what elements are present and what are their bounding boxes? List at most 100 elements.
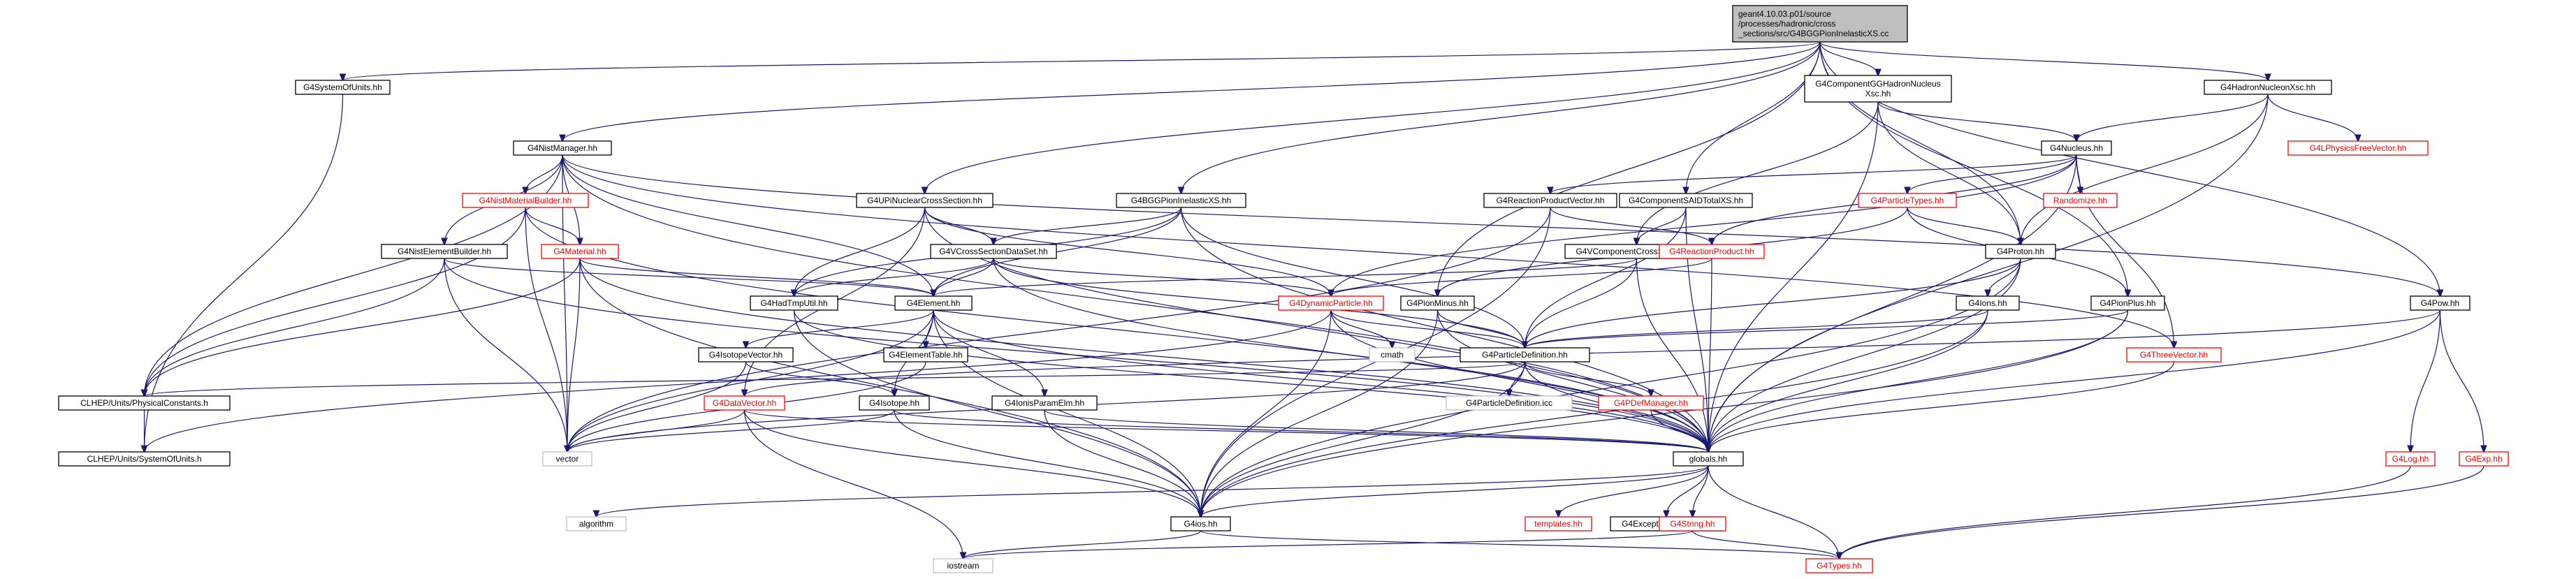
node-g4-nist-element-builder[interactable]: G4NistElementBuilder.hh <box>381 244 508 259</box>
node-g4-system-of-units[interactable]: G4SystemOfUnits.hh <box>295 80 391 95</box>
node-g4-bggpion-inel[interactable]: G4BGGPionInelasticXS.hh <box>1116 193 1246 208</box>
edge-g4-comp-gg-to-g4-proton <box>1877 101 2021 244</box>
edge-g4-element-to-globals <box>933 309 1708 452</box>
node-label: templates.hh <box>1534 519 1582 529</box>
node-clhep-so-u[interactable]: CLHEP/Units/SystemOfUnits.h <box>58 451 231 467</box>
node-g4-dynamic-particle[interactable]: G4DynamicParticle.hh <box>1278 295 1384 311</box>
node-label: G4Ions.hh <box>1968 298 2007 308</box>
node-label: G4HadronNucleonXsc.hh <box>2220 82 2315 92</box>
node-g4ios[interactable]: G4ios.hh <box>1170 516 1231 532</box>
node-box <box>1446 395 1573 411</box>
node-g4-comp-said[interactable]: G4ComponentSAIDTotalXS.hh <box>1619 193 1753 208</box>
node-g4-reaction-product-vector[interactable]: G4ReactionProductVector.hh <box>1483 193 1617 208</box>
node-box <box>566 516 627 532</box>
node-g4-particle-definition[interactable]: G4ParticleDefinition.hh <box>1460 347 1590 362</box>
edge-g4-reaction-product-vector-to-g4-reaction-product <box>1550 207 1712 244</box>
node-g4-isotope[interactable]: G4Isotope.hh <box>859 395 930 411</box>
node-g4-had-tmp-util[interactable]: G4HadTmpUtil.hh <box>750 295 838 311</box>
node-box <box>894 295 973 311</box>
edge-g4-nist-manager-to-g4-element <box>562 154 933 296</box>
node-g4-reaction-product[interactable]: G4ReactionProduct.hh <box>1659 244 1765 259</box>
edge-g4-isotope-vector-to-vector <box>567 361 747 452</box>
node-g4-material[interactable]: G4Material.hh <box>541 244 619 259</box>
node-g4-particle-types[interactable]: G4ParticleTypes.hh <box>1858 193 1957 208</box>
edge-root-to-g4-proton <box>1819 41 2021 244</box>
node-g4-three-vector[interactable]: G4ThreeVector.hh <box>2126 347 2222 362</box>
edge-g4-pion-minus-to-g4ios <box>1201 309 1439 517</box>
edge-root-to-g4-bggpion-inel <box>1181 41 1821 193</box>
node-box <box>2385 451 2436 467</box>
node-label: G4ReactionProduct.hh <box>1669 247 1754 256</box>
edge-g4-element-to-g4-ionis-param-elm <box>933 309 1045 396</box>
node-g4-upi-nuclear[interactable]: G4UPiNuclearCrossSection.hh <box>856 193 994 208</box>
node-g4-vcross-section-data-set[interactable]: G4VCrossSectionDataSet.hh <box>930 244 1057 259</box>
node-label: G4Element.hh <box>907 298 961 308</box>
node-g4-ionis-param-elm[interactable]: G4IonisParamElm.hh <box>991 395 1098 411</box>
node-label: G4Proton.hh <box>1997 247 2044 256</box>
node-g4-element-table[interactable]: G4ElementTable.hh <box>883 347 968 362</box>
edge-globals-to-algorithm <box>597 465 1709 517</box>
node-label: G4PionPlus.hh <box>2100 298 2155 308</box>
node-g4-nist-manager[interactable]: G4NistManager.hh <box>513 140 612 156</box>
edge-g4ios-to-g4-types <box>1200 530 1840 559</box>
node-box <box>2090 295 2165 311</box>
edge-g4-ions-to-globals <box>1708 309 1988 452</box>
node-label: G4DataVector.hh <box>713 398 776 408</box>
node-label: G4Isotope.hh <box>869 398 919 408</box>
edge-g4-nucleus-to-g4-dynamic-particle <box>1331 154 2077 296</box>
edge-g4-pow-to-globals <box>1708 309 2441 452</box>
node-clhep-phys[interactable]: CLHEP/Units/PhysicalConstants.h <box>58 395 231 411</box>
node-g4-ions[interactable]: G4Ions.hh <box>1956 295 2020 311</box>
nodes-layer: geant4.10.03.p01/source/processes/hadron… <box>58 5 2509 573</box>
node-g4-nist-material-builder[interactable]: G4NistMaterialBuilder.hh <box>462 193 589 208</box>
node-box <box>1483 193 1617 208</box>
node-g4-exp[interactable]: G4Exp.hh <box>2459 451 2509 467</box>
edge-g4-data-vector-to-g4ios <box>743 409 1201 517</box>
node-label: G4UPiNuclearCrossSection.hh <box>867 196 982 205</box>
node-g4-string[interactable]: G4String.hh <box>1659 516 1726 532</box>
edge-g4-bggpion-inel-to-g4-particle-definition <box>1180 207 1525 348</box>
edge-g4-particle-definition-to-g4ios <box>1201 361 1526 517</box>
edge-g4-pion-plus-to-globals <box>1708 309 2129 452</box>
node-g4-hadron-nucleon-xsc[interactable]: G4HadronNucleonXsc.hh <box>2204 80 2332 95</box>
edge-g4-hadron-nucleon-xsc-to-globals <box>1708 94 2269 452</box>
edge-g4-hadron-nucleon-xsc-to-g4-physics-free-vector <box>2267 94 2358 141</box>
node-randomize[interactable]: Randomize.hh <box>2043 193 2118 208</box>
edge-g4-hadron-nucleon-xsc-to-g4-proton <box>2021 94 2269 244</box>
node-label: G4PionMinus.hh <box>1406 298 1469 308</box>
edge-g4-material-to-g4ios <box>579 258 1201 517</box>
node-label: G4Log.hh <box>2392 454 2429 464</box>
node-g4-pow[interactable]: G4Pow.hh <box>2410 295 2471 311</box>
node-g4-pdef-manager[interactable]: G4PDefManager.hh <box>1598 395 1704 411</box>
node-root[interactable]: geant4.10.03.p01/source/processes/hadron… <box>1732 5 1908 43</box>
node-g4-pion-plus[interactable]: G4PionPlus.hh <box>2090 295 2165 311</box>
node-label: G4Exp.hh <box>2465 454 2502 464</box>
node-label: G4IonisParamElm.hh <box>1005 398 1084 408</box>
edge-g4-nist-manager-to-g4-three-vector <box>562 154 2174 348</box>
node-g4-types[interactable]: G4Types.hh <box>1805 558 1873 573</box>
node-g4-proton[interactable]: G4Proton.hh <box>1985 244 2056 259</box>
node-label: G4Nucleus.hh <box>2050 143 2103 153</box>
edge-globals-to-g4-types <box>1708 465 1840 559</box>
node-g4-element[interactable]: G4Element.hh <box>894 295 973 311</box>
node-g4-physics-free-vector[interactable]: G4LPhysicsFreeVector.hh <box>2287 140 2429 156</box>
node-algorithm: algorithm <box>566 516 627 532</box>
node-templates[interactable]: templates.hh <box>1525 516 1592 532</box>
node-g4-pion-minus[interactable]: G4PionMinus.hh <box>1400 295 1475 311</box>
edge-g4-element-to-g4-isotope-vector <box>746 309 934 348</box>
node-label: G4LPhysicsFreeVector.hh <box>2310 143 2407 153</box>
edge-g4-dynamic-particle-to-g4ios <box>1201 309 1332 517</box>
node-g4-log[interactable]: G4Log.hh <box>2385 451 2436 467</box>
node-label: iostream <box>947 561 979 571</box>
node-g4-isotope-vector[interactable]: G4IsotopeVector.hh <box>698 347 794 362</box>
edge-g4-reaction-product-vector-to-vector <box>567 207 1551 452</box>
edge-g4-particle-definition-to-g4-pdef-manager <box>1524 361 1652 396</box>
edge-g4-comp-gg-to-g4-vcomponent-cross-section <box>1637 101 1879 244</box>
node-box <box>1858 193 1957 208</box>
edge-root-to-g4-pion-minus <box>1438 41 1821 296</box>
node-g4-data-vector[interactable]: G4DataVector.hh <box>704 395 785 411</box>
node-g4-nucleus[interactable]: G4Nucleus.hh <box>2041 140 2112 156</box>
node-box <box>1170 516 1231 532</box>
node-globals[interactable]: globals.hh <box>1673 451 1744 467</box>
